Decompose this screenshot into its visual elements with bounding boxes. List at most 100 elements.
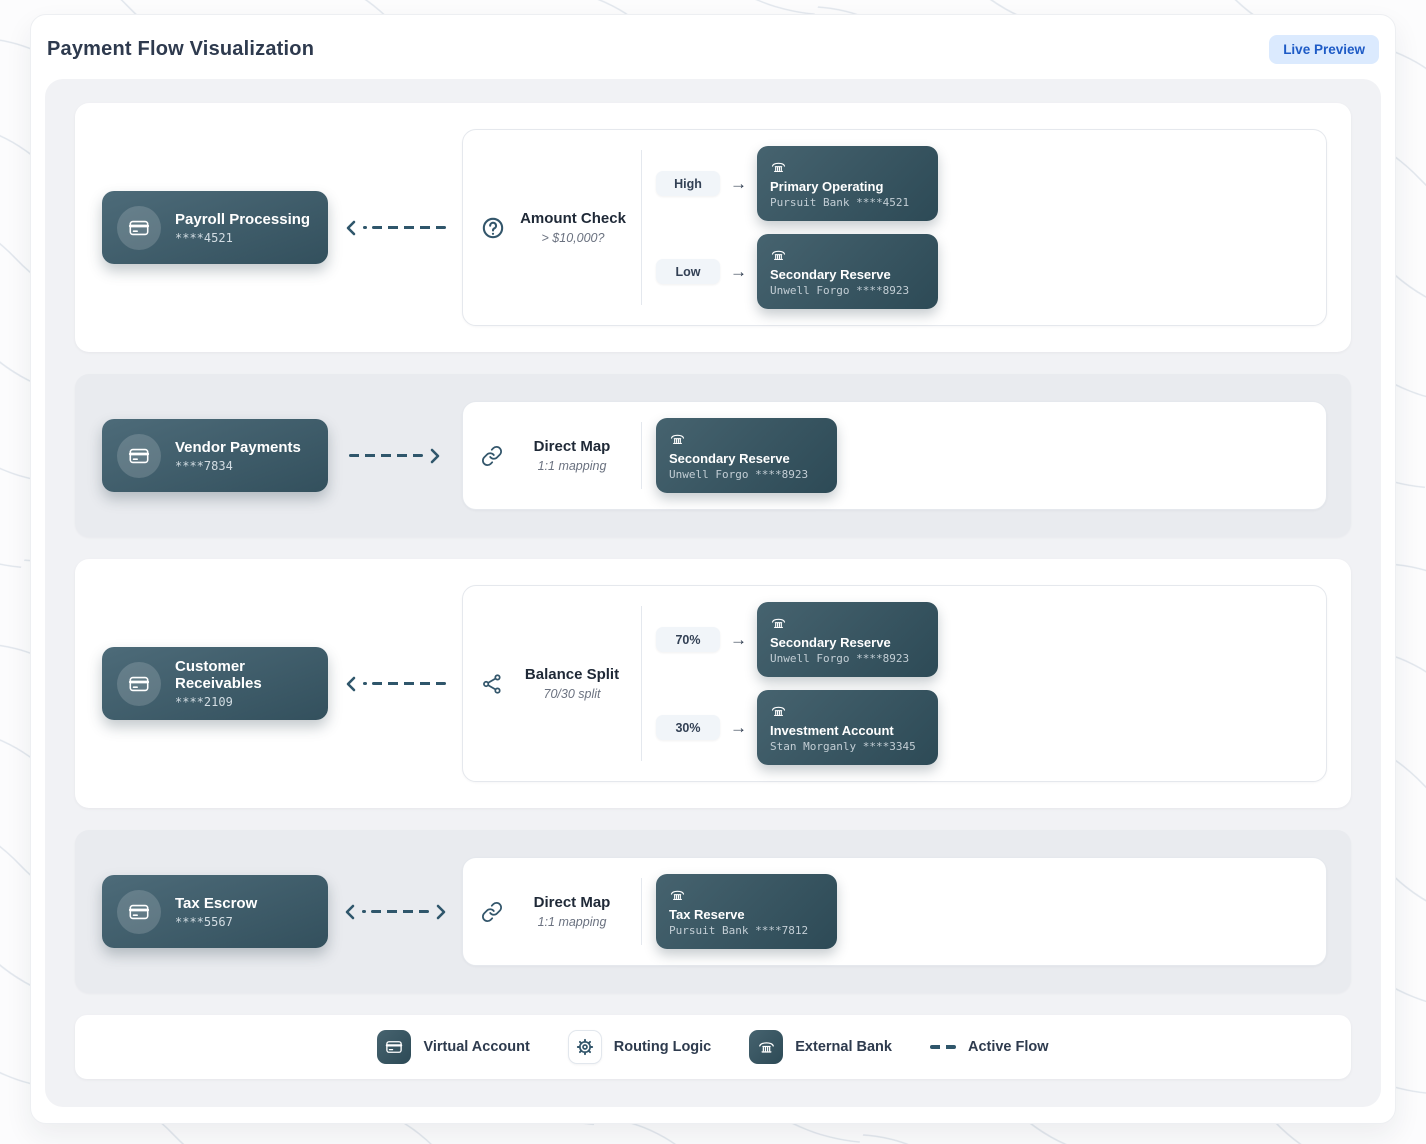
routing-description: 1:1 mapping bbox=[537, 915, 607, 929]
question-icon bbox=[482, 217, 504, 238]
gear-icon bbox=[567, 1030, 602, 1064]
bank-account: Stan Morganly ****3345 bbox=[770, 739, 916, 753]
bank-icon bbox=[771, 706, 786, 716]
divider bbox=[641, 606, 642, 761]
routing-panel[interactable]: Amount Check > $10,000? High → Primary O… bbox=[462, 129, 1327, 326]
routing-panel[interactable]: Direct Map 1:1 mapping Tax Reserve Pursu… bbox=[462, 857, 1327, 966]
chevron-left-icon bbox=[345, 904, 354, 919]
bank-icon bbox=[771, 250, 786, 260]
routing-head: Balance Split 70/30 split bbox=[463, 602, 641, 765]
branches: Tax Reserve Pursuit Bank ****7812 bbox=[642, 874, 837, 949]
flow-row-vendor: Vendor Payments ****7834 Direct Map 1:1 … bbox=[75, 374, 1351, 537]
dashed-flow-line bbox=[370, 910, 429, 913]
branch-direct: Tax Reserve Pursuit Bank ****7812 bbox=[656, 874, 837, 949]
arrow-right-icon: → bbox=[730, 174, 747, 193]
bank-card[interactable]: Secondary Reserve Unwell Forgo ****8923 bbox=[757, 602, 938, 677]
bank-icon bbox=[771, 618, 786, 628]
legend-item-external-bank: External Bank bbox=[749, 1030, 892, 1064]
flow-connector bbox=[336, 219, 454, 237]
bank-name: Primary Operating bbox=[770, 178, 884, 194]
virtual-account-name: Vendor Payments bbox=[175, 438, 301, 456]
virtual-account-number: ****2109 bbox=[175, 695, 233, 709]
connector-dot bbox=[361, 910, 366, 913]
condition-pill: Low bbox=[656, 259, 720, 284]
routing-name: Direct Map bbox=[533, 894, 611, 911]
bank-card[interactable]: Primary Operating Pursuit Bank ****4521 bbox=[757, 146, 938, 221]
legend-label: Routing Logic bbox=[613, 1039, 712, 1055]
bank-card[interactable]: Investment Account Stan Morganly ****334… bbox=[757, 690, 938, 765]
virtual-account-card[interactable]: Payroll Processing ****4521 bbox=[102, 191, 328, 264]
branches: Secondary Reserve Unwell Forgo ****8923 bbox=[642, 418, 837, 493]
divider bbox=[641, 878, 642, 945]
bank-account: Pursuit Bank ****7812 bbox=[669, 923, 809, 937]
bank-name: Secondary Reserve bbox=[669, 450, 790, 466]
legend-item-active-flow: Active Flow bbox=[929, 1039, 1049, 1055]
branch-high: High → Primary Operating Pursuit Bank **… bbox=[656, 146, 938, 221]
branch-30: 30% → Investment Account Stan Morganly *… bbox=[656, 690, 938, 765]
bank-name: Secondary Reserve bbox=[770, 266, 891, 282]
flow-row-tax: Tax Escrow ****5567 Direct Map 1:1 map bbox=[75, 830, 1351, 993]
condition-pill: 30% bbox=[656, 715, 720, 740]
legend-item-virtual-account: Virtual Account bbox=[377, 1030, 530, 1064]
legend-label: Active Flow bbox=[967, 1039, 1049, 1055]
arrow-right-icon: → bbox=[730, 262, 747, 281]
bank-account: Pursuit Bank ****4521 bbox=[770, 195, 910, 209]
routing-description: 70/30 split bbox=[543, 687, 601, 701]
chevron-right-icon bbox=[436, 904, 445, 919]
flow-connector bbox=[336, 903, 454, 921]
condition-pill: 70% bbox=[656, 627, 720, 652]
panel-header: Payment Flow Visualization Live Preview bbox=[45, 35, 1381, 64]
branch-70: 70% → Secondary Reserve Unwell Forgo ***… bbox=[656, 602, 938, 677]
flow-connector bbox=[336, 675, 454, 693]
bank-icon bbox=[670, 434, 685, 444]
flows-container: Payroll Processing ****4521 Amount Check… bbox=[45, 79, 1381, 1107]
arrow-right-icon: → bbox=[730, 718, 747, 737]
virtual-account-name: Customer Receivables bbox=[175, 658, 262, 692]
virtual-account-name: Payroll Processing bbox=[175, 210, 311, 228]
routing-panel[interactable]: Direct Map 1:1 mapping Secondary Reserve… bbox=[462, 401, 1327, 510]
live-preview-badge[interactable]: Live Preview bbox=[1269, 35, 1379, 64]
chevron-left-icon bbox=[346, 676, 355, 691]
routing-panel[interactable]: Balance Split 70/30 split 70% → Secondar… bbox=[462, 585, 1327, 782]
divider bbox=[641, 422, 642, 489]
virtual-account-name: Tax Escrow bbox=[175, 894, 258, 912]
virtual-account-card[interactable]: Customer Receivables ****2109 bbox=[102, 647, 328, 720]
bank-icon bbox=[670, 890, 685, 900]
link-icon bbox=[482, 445, 502, 466]
bank-icon bbox=[771, 162, 786, 172]
connector-dot bbox=[362, 226, 367, 229]
routing-description: > $10,000? bbox=[541, 231, 605, 245]
legend-label: External Bank bbox=[795, 1039, 892, 1055]
link-icon bbox=[482, 901, 502, 922]
arrow-right-icon: → bbox=[730, 630, 747, 649]
routing-name: Amount Check bbox=[520, 210, 626, 227]
branch-direct: Secondary Reserve Unwell Forgo ****8923 bbox=[656, 418, 837, 493]
bank-card[interactable]: Secondary Reserve Unwell Forgo ****8923 bbox=[757, 234, 938, 309]
chevron-right-icon bbox=[430, 448, 440, 463]
bank-account: Unwell Forgo ****8923 bbox=[669, 467, 809, 481]
flow-row-receivables: Customer Receivables ****2109 Balance Sp… bbox=[75, 559, 1351, 808]
virtual-account-card[interactable]: Tax Escrow ****5567 bbox=[102, 875, 328, 948]
flow-row-payroll: Payroll Processing ****4521 Amount Check… bbox=[75, 103, 1351, 352]
credit-card-icon bbox=[117, 433, 161, 478]
routing-head: Amount Check > $10,000? bbox=[463, 146, 641, 309]
routing-name: Direct Map bbox=[533, 438, 611, 455]
dashed-flow-line bbox=[349, 454, 423, 457]
virtual-account-number: ****7834 bbox=[175, 458, 233, 473]
flow-connector bbox=[336, 447, 454, 465]
condition-pill: High bbox=[656, 171, 720, 196]
dashed-flow-line bbox=[371, 682, 446, 685]
legend: Virtual Account Routing Logic Externa bbox=[75, 1015, 1351, 1079]
legend-item-routing-logic: Routing Logic bbox=[567, 1030, 712, 1064]
divider bbox=[641, 150, 642, 305]
bank-name: Tax Reserve bbox=[669, 906, 745, 922]
bank-card[interactable]: Secondary Reserve Unwell Forgo ****8923 bbox=[656, 418, 837, 493]
bank-card[interactable]: Tax Reserve Pursuit Bank ****7812 bbox=[656, 874, 837, 949]
page-title: Payment Flow Visualization bbox=[47, 38, 315, 60]
credit-card-icon bbox=[117, 889, 161, 934]
routing-head: Direct Map 1:1 mapping bbox=[463, 874, 641, 949]
routing-description: 1:1 mapping bbox=[537, 459, 607, 473]
virtual-account-card[interactable]: Vendor Payments ****7834 bbox=[102, 419, 328, 492]
credit-card-icon bbox=[377, 1030, 412, 1064]
branches: High → Primary Operating Pursuit Bank **… bbox=[642, 146, 938, 309]
